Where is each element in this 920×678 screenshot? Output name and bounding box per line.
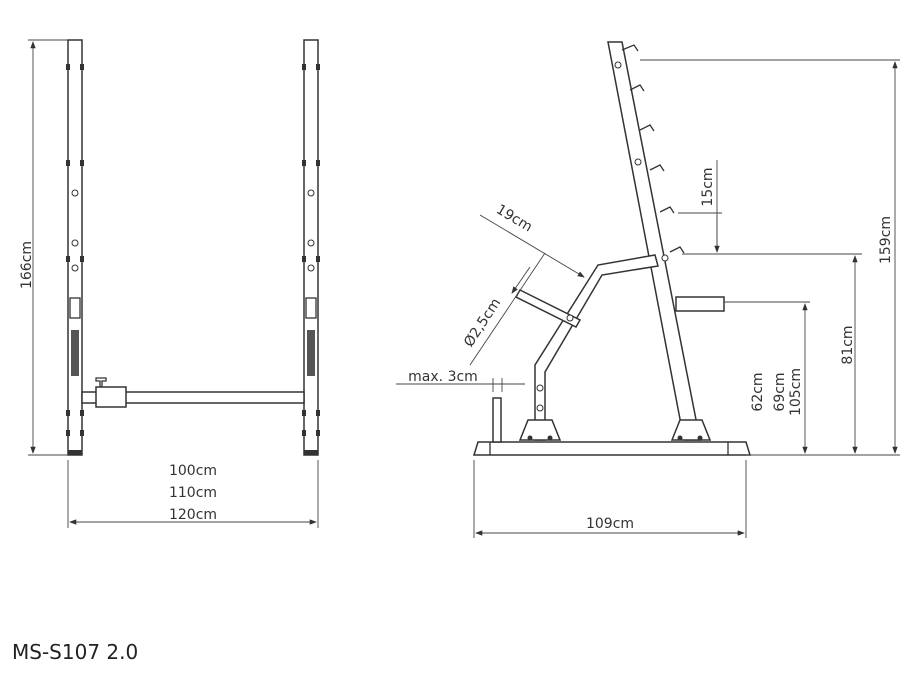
width-label-110: 110cm <box>169 485 217 501</box>
support-arm <box>534 254 659 441</box>
left-upright <box>67 39 83 456</box>
base-bar <box>81 391 305 404</box>
base-frame <box>472 441 752 456</box>
height-label-62: 62cm <box>750 372 766 411</box>
barbell-hooks <box>621 44 685 254</box>
right-upright <box>303 39 319 456</box>
depth-label: 109cm <box>586 516 634 532</box>
arm-length-label: 19cm <box>493 202 535 236</box>
plate-peg <box>492 397 502 443</box>
height-label-69: 69cm <box>772 372 788 411</box>
height-label-105: 105cm <box>788 368 804 416</box>
gap-label: max. 3cm <box>408 369 478 385</box>
pin-knob-icon <box>95 377 107 387</box>
side-view: 159cm 81cm 62cm 69cm 105cm 15cm 19cm Ø2,… <box>396 41 900 538</box>
front-height-label: 166cm <box>19 241 35 289</box>
width-label-100: 100cm <box>169 463 217 479</box>
hook-spacing-label: 15cm <box>700 167 716 206</box>
model-name: MS-S107 2.0 <box>12 640 139 664</box>
front-view: 166cm 100cm 110cm 120cm <box>19 39 320 528</box>
rack-upright <box>607 41 701 441</box>
j-hook-shelf <box>675 296 725 312</box>
mid-height-label: 81cm <box>840 325 856 364</box>
total-height-label: 159cm <box>878 216 894 264</box>
width-label-120: 120cm <box>169 507 217 523</box>
